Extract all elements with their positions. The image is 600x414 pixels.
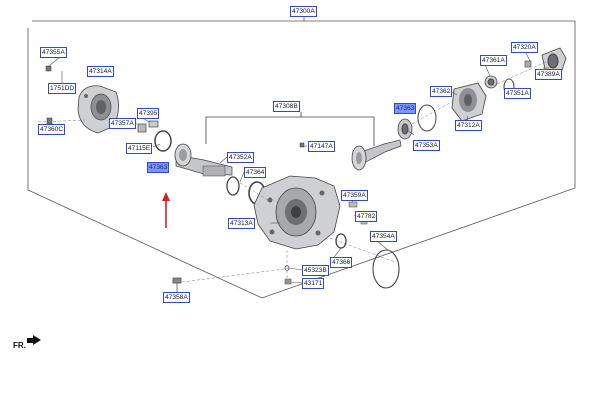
front-marker-text: FR. xyxy=(13,341,26,350)
transfer-case-housing-part xyxy=(253,175,341,250)
part-label-47313A[interactable]: 47313A xyxy=(228,218,255,229)
right-cover-housing-part xyxy=(451,82,487,122)
part-label-47115E[interactable]: 47115E xyxy=(126,143,153,154)
part-label-47782[interactable]: 47782 xyxy=(355,211,378,222)
right-seal-parts xyxy=(484,47,567,96)
left-bushing-parts xyxy=(137,120,172,152)
part-label-47359A[interactable]: 47359A xyxy=(341,190,368,201)
bolt-47358A-part xyxy=(172,277,182,292)
part-label-47352A[interactable]: 47352A xyxy=(227,152,254,163)
bolt-47147A-part xyxy=(299,142,305,148)
part-label-47312A[interactable]: 47312A xyxy=(455,120,482,131)
front-arrow-icon xyxy=(27,335,41,345)
part-label-47358A[interactable]: 47358A xyxy=(163,292,190,303)
part-label-47320A[interactable]: 47320A xyxy=(511,42,538,53)
part-label-47389A[interactable]: 47389A xyxy=(535,69,562,80)
large-oring-part xyxy=(372,249,400,289)
left-small-bolts xyxy=(45,65,63,129)
part-label-45323B[interactable]: 45323B xyxy=(302,265,329,276)
part-label-47363-right[interactable]: 47363 xyxy=(394,103,417,114)
part-label-47362[interactable]: 47362 xyxy=(430,86,453,97)
part-label-47308B[interactable]: 47308B xyxy=(273,101,300,112)
part-label-43171[interactable]: 43171 xyxy=(302,278,325,289)
output-shaft-part xyxy=(351,139,402,171)
part-label-1751DD[interactable]: 1751DD xyxy=(48,83,77,94)
part-label-47314A[interactable]: 47314A xyxy=(87,66,114,77)
part-label-47354A[interactable]: 47354A xyxy=(370,231,397,242)
part-label-47353A[interactable]: 47353A xyxy=(413,140,440,151)
group-bracket-47308B xyxy=(205,112,375,146)
part-label-47351A[interactable]: 47351A xyxy=(504,88,531,99)
part-label-47395[interactable]: 47395 xyxy=(137,108,160,119)
part-label-47364[interactable]: 47364 xyxy=(244,167,267,178)
part-label-47147A[interactable]: 47147A xyxy=(308,141,335,152)
assembly-label-47300A[interactable]: 47300A xyxy=(290,6,317,17)
output-bearing-part xyxy=(397,104,437,140)
part-label-47360C[interactable]: 47360C xyxy=(38,124,66,135)
dashed-centerlines xyxy=(37,60,549,283)
input-shaft-part xyxy=(174,143,233,177)
part-label-47357A[interactable]: 47357A xyxy=(109,118,136,129)
part-label-47366[interactable]: 47366 xyxy=(330,257,353,268)
part-label-47355A[interactable]: 47355A xyxy=(40,47,67,58)
pointer-arrow xyxy=(162,192,170,228)
part-label-47363-highlighted[interactable]: 47363 xyxy=(147,162,170,173)
part-label-47361A[interactable]: 47361A xyxy=(480,55,507,66)
